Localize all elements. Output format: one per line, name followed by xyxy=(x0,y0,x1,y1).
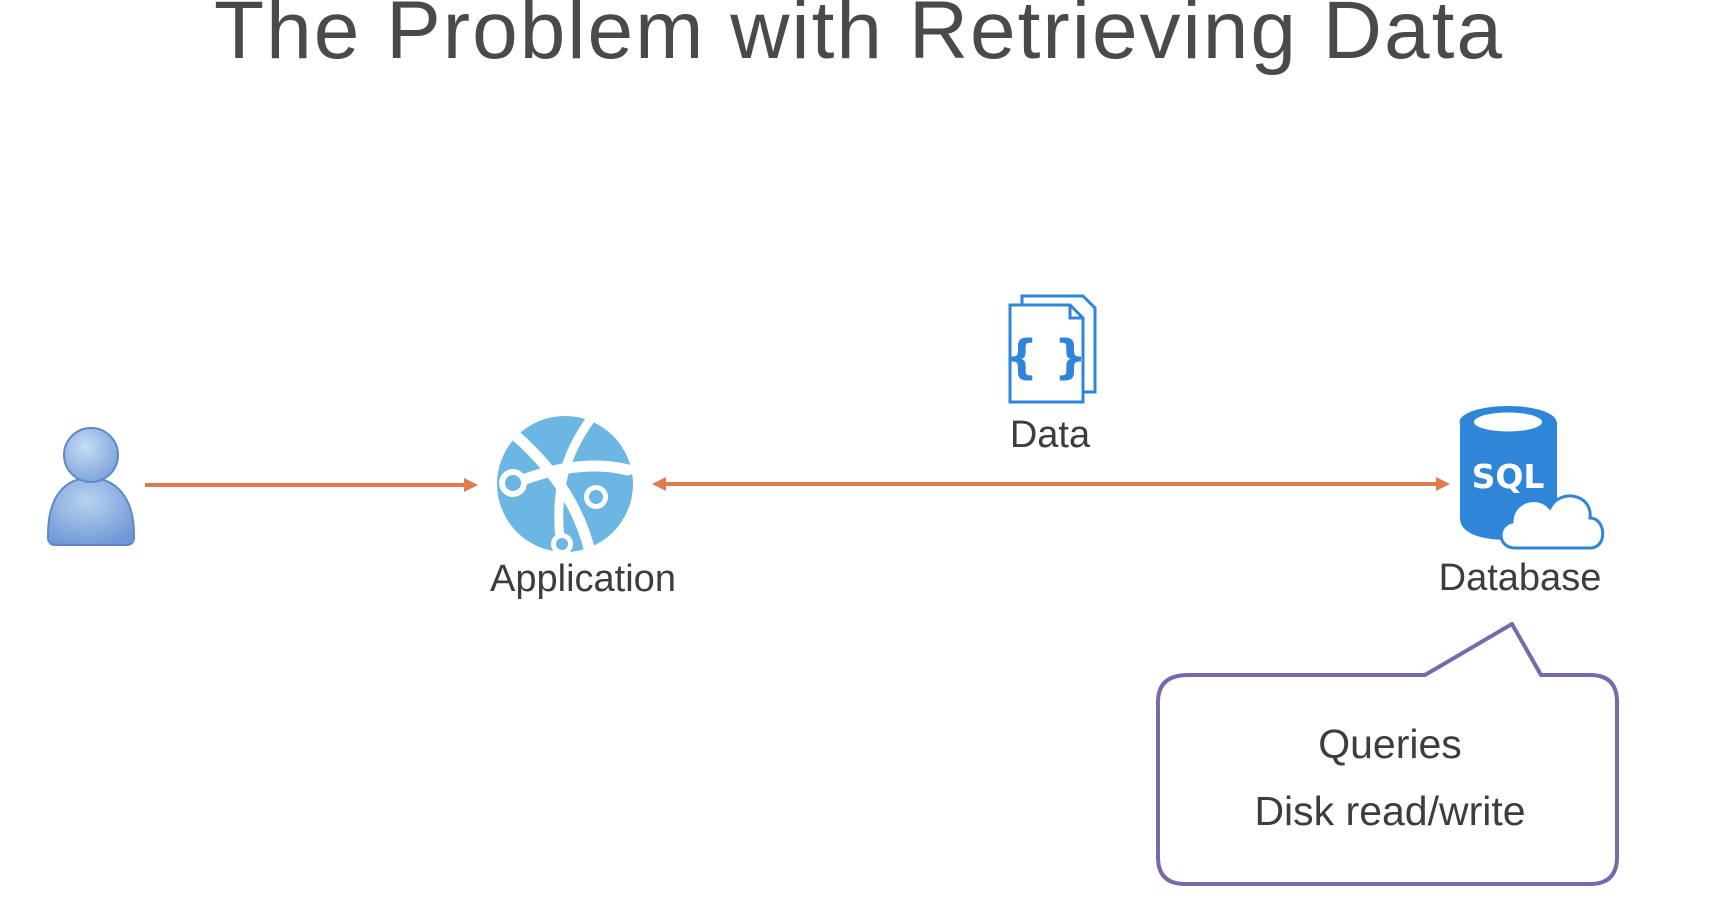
callout-bubble xyxy=(1156,622,1619,886)
callout-line-queries: Queries xyxy=(1318,721,1462,767)
user-icon xyxy=(47,427,135,546)
json-document-icon: { } xyxy=(1005,294,1097,404)
application-label: Application xyxy=(490,558,676,600)
json-glyph: { } xyxy=(1005,330,1087,384)
sql-badge: SQL xyxy=(1472,457,1545,496)
arrow-user-to-application xyxy=(145,478,478,492)
data-label: Data xyxy=(1009,414,1091,456)
slide-title: The Problem with Retrieving Data xyxy=(214,0,1504,76)
arrow-application-database xyxy=(652,477,1450,491)
azure-web-app-icon xyxy=(497,415,634,558)
sql-database-icon: SQL xyxy=(1459,406,1605,550)
callout-line-disk: Disk read/write xyxy=(1254,788,1526,834)
database-label: Database xyxy=(1438,557,1602,599)
